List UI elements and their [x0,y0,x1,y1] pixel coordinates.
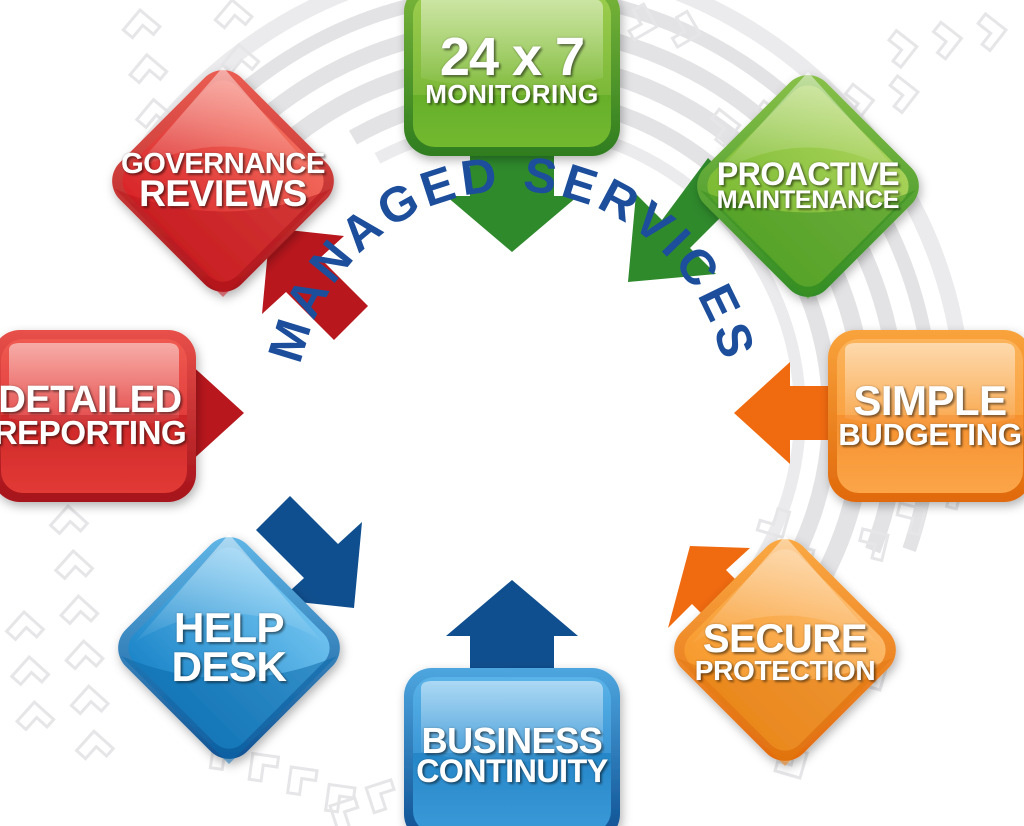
detailed-reporting-line2: REPORTING [0,414,187,452]
node-secure-protection[interactable] [663,528,906,771]
arrow-up-blue [446,580,578,686]
arrow-left-orange [734,362,848,464]
business-continuity-line1: BUSINESS [421,719,603,761]
label-detailed-reporting: DETAILED REPORTING [0,330,188,502]
arrow-up-right-blue [256,496,362,608]
node-proactive-maintenance[interactable] [686,64,929,308]
label-simple-budgeting: SIMPLE BUDGETING [828,330,1024,502]
label-governance-reviews: GOVERNANCE REVIEWS [113,95,333,267]
business-continuity-line2: CONTINUITY [416,752,608,789]
proactive-maintenance-line1: PROACTIVE [716,155,900,192]
node-help-desk[interactable] [107,526,350,769]
governance-reviews-line1: GOVERNANCE [121,147,326,180]
node-monitoring[interactable] [404,0,620,156]
monitoring-line1: 24 x 7 [439,27,585,88]
label-business-continuity: BUSINESS CONTINUITY [404,668,620,826]
help-desk-line2: DESK [171,643,287,690]
arrow-down-green [446,140,578,252]
node-governance-reviews[interactable] [101,59,344,302]
label-secure-protection: SECURE PROTECTION [677,566,893,738]
label-proactive-maintenance: PROACTIVE MAINTENANCE [691,100,925,272]
detailed-reporting-line1: DETAILED [0,379,182,422]
label-monitoring: 24 x 7 MONITORING [404,0,620,156]
governance-reviews-line2: REVIEWS [139,173,308,215]
help-desk-line1: HELP [173,604,285,652]
simple-budgeting-line2: BUDGETING [838,417,1022,453]
node-simple-budgeting[interactable] [828,330,1024,502]
arrow-down-right-red [262,228,368,340]
monitoring-line2: MONITORING [425,78,599,109]
simple-budgeting-line1: SIMPLE [853,377,1007,425]
node-detailed-reporting[interactable] [0,330,196,502]
secure-protection-line2: PROTECTION [694,654,876,686]
proactive-maintenance-line2: MAINTENANCE [716,186,900,215]
node-business-continuity[interactable] [404,668,620,826]
secure-protection-line1: SECURE [702,616,868,661]
label-help-desk: HELP DESK [129,562,329,734]
